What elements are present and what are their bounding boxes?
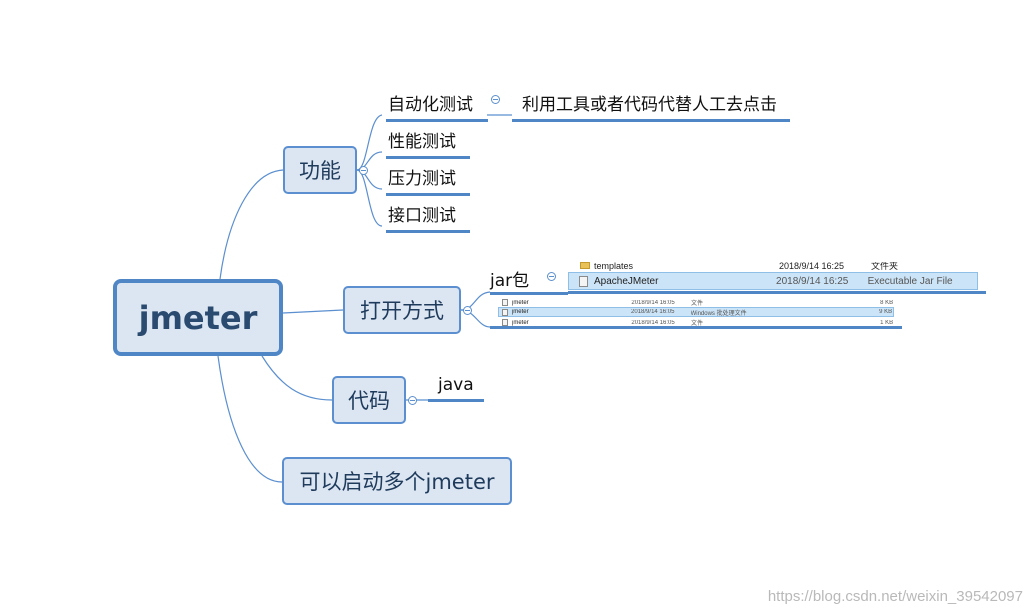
node-gongneng[interactable]: 功能 [283,146,357,194]
file-row-jmeter-1[interactable]: jmeter 2018/9/14 16:05 文件 8 KB [498,298,894,307]
file-date: 2018/9/14 16:25 [776,275,849,287]
node-gongneng-label: 功能 [299,159,341,183]
collapse-code-icon[interactable] [408,396,417,405]
jar-file-screenshot: templates 2018/9/14 16:25 文件夹 ApacheJMet… [568,262,978,290]
node-code[interactable]: 代码 [332,376,406,424]
node-multi-instance[interactable]: 可以启动多个jmeter [282,457,512,505]
file-size: 8 KB [880,299,894,306]
file-row-jmeter-bat[interactable]: jmeter 2018/9/14 16:05 Windows 批处理文件 9 K… [498,307,894,317]
node-open-method-label: 打开方式 [360,299,444,323]
leaf-java-label: java [438,375,474,395]
file-name: jmeter [511,299,529,306]
leaf-perf-test[interactable]: 性能测试 [386,127,470,159]
leaf-auto-test-label: 自动化测试 [388,95,473,115]
leaf-java[interactable]: java [428,375,484,402]
file-icon [502,299,508,306]
leaf-perf-test-label: 性能测试 [388,132,456,152]
leaf-jar-label: jar包 [490,271,530,291]
link-root-gongneng [219,169,284,280]
file-name: ApacheJMeter [593,275,659,287]
leaf-api-test[interactable]: 接口测试 [386,201,470,233]
file-date: 2018/9/14 16:05 [631,319,675,326]
leaf-auto-test-note[interactable]: 利用工具或者代码代替人工去点击 [512,90,790,122]
watermark: https://blog.csdn.net/weixin_39542097 [767,588,1023,605]
bat-file-screenshot: jmeter 2018/9/14 16:05 文件 8 KB jmeter 20… [498,298,894,326]
file-type: 文件 [691,301,704,307]
link-root-open [282,309,344,314]
jar-screenshot-underline [568,291,986,294]
leaf-jar[interactable]: jar包 [490,266,538,291]
leaf-api-test-label: 接口测试 [388,206,456,226]
file-type: 文件夹 [871,262,899,271]
leaf-auto-test-note-label: 利用工具或者代码代替人工去点击 [522,95,777,115]
file-row-jmeter-3[interactable]: jmeter 2018/9/14 16:05 文件 1 KB [498,318,894,326]
collapse-open-method-icon[interactable] [463,306,472,315]
file-icon [502,319,508,326]
link-root-multi [217,355,283,483]
bat-screenshot-underline [490,326,902,329]
file-name: templates [594,262,634,271]
file-size: 9 KB [879,309,893,315]
leaf-auto-test[interactable]: 自动化测试 [386,90,488,122]
link-gongneng-auto [356,114,383,171]
file-type: Executable Jar File [867,275,953,287]
jar-file-icon [579,275,588,287]
root-label: jmeter [138,298,258,337]
leaf-stress-test-label: 压力测试 [388,169,456,189]
file-name: jmeter [511,319,529,326]
file-date: 2018/9/14 16:25 [779,262,845,271]
leaf-jar-underline [490,292,568,295]
collapse-gongneng-icon[interactable] [359,166,368,175]
file-date: 2018/9/14 16:05 [631,309,675,315]
link-root-code [261,355,333,401]
bat-file-icon [502,308,508,316]
node-code-label: 代码 [348,389,390,413]
node-open-method[interactable]: 打开方式 [343,286,461,334]
file-row-templates[interactable]: templates 2018/9/14 16:25 文件夹 [568,262,978,271]
collapse-jar-icon[interactable] [547,272,556,281]
collapse-auto-test-icon[interactable] [491,95,500,104]
link-gongneng-api [356,169,383,227]
file-size: 1 KB [880,319,894,326]
node-multi-instance-label: 可以启动多个jmeter [299,470,495,494]
file-name: jmeter [511,309,529,315]
file-row-apachejmeter[interactable]: ApacheJMeter 2018/9/14 16:25 Executable … [568,272,978,290]
file-date: 2018/9/14 16:05 [631,299,675,306]
folder-icon [580,262,590,269]
leaf-stress-test[interactable]: 压力测试 [386,164,470,196]
file-type: Windows 批处理文件 [690,310,747,317]
file-type: 文件 [691,321,704,326]
root-node-jmeter[interactable]: jmeter [113,279,283,356]
